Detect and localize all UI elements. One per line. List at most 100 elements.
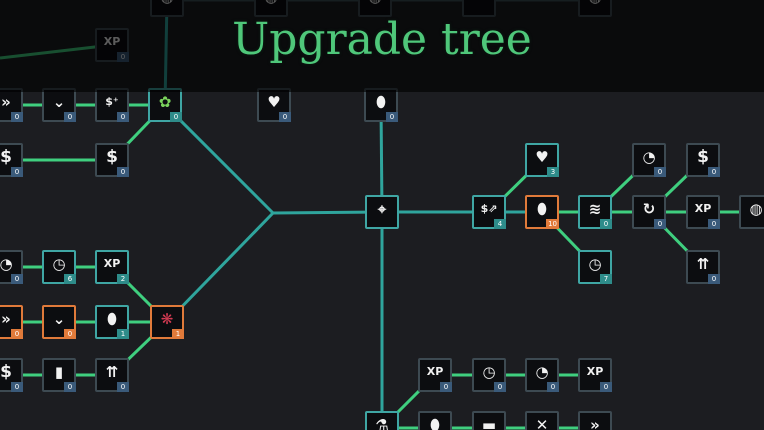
level-badge: 1 [117, 329, 129, 339]
level-badge: 6 [64, 274, 76, 284]
upgrade-link [163, 103, 275, 215]
red-emblem-icon: ❋ [160, 310, 174, 328]
upgrade-node-dollar-left[interactable]: $0 [0, 143, 23, 177]
max-dollar-icon: $ [106, 147, 118, 167]
double-chevron-icon: » [590, 416, 600, 430]
upgrade-link [272, 210, 383, 215]
xp-plus-icon: XP [586, 365, 604, 378]
page-title: Upgrade tree [232, 14, 532, 65]
level-badge: 1 [172, 329, 184, 339]
upgrade-node-gun-bottom[interactable]: ▬ [472, 411, 506, 430]
dollar-icon: $ [0, 362, 12, 382]
upgrade-node-emblem-bottom[interactable]: ⚗ [365, 411, 399, 430]
radar-clock-icon: ◷ [588, 255, 602, 273]
title-banner: Upgrade tree [0, 0, 764, 92]
upgrade-node-dollar-bottom[interactable]: $0 [0, 358, 23, 392]
dollar-icon: $ [697, 147, 709, 167]
level-badge: 0 [279, 112, 291, 122]
battery-icon: ▮ [54, 363, 64, 381]
level-badge: 0 [654, 167, 666, 177]
level-badge: 0 [440, 382, 452, 392]
heart-arrow-icon: ♥ [267, 93, 281, 111]
upgrade-node-max-xp-left[interactable]: XP 2 [95, 250, 129, 284]
level-badge: 0 [708, 167, 720, 177]
upgrade-node-coin-arrow-right[interactable]: $⇗4 [472, 195, 506, 229]
shield-coin-icon: ◍ [749, 200, 763, 218]
level-badge: 0 [117, 382, 129, 392]
upgrade-node-speed-right[interactable]: ≋0 [578, 195, 612, 229]
upgrade-node-xp-plus-bottom[interactable]: XP 0 [578, 358, 612, 392]
green-emblem-icon: ✿ [158, 93, 172, 111]
chevron-down-icon: ⌄ [52, 93, 66, 111]
upgrade-node-chevron-1[interactable]: ⌄0 [42, 88, 76, 122]
coin-plus-icon: $⁺ [105, 95, 119, 108]
max-xp-icon: XP [426, 365, 444, 378]
level-badge: 0 [600, 382, 612, 392]
upgrade-node-max-dollar-left[interactable]: $0 [95, 143, 129, 177]
level-badge: 0 [117, 112, 129, 122]
upgrade-node-bullet-left[interactable]: ⬮1 [95, 305, 129, 339]
level-badge: 7 [600, 274, 612, 284]
bullet-icon: ⬮ [376, 93, 386, 111]
bullet-icon: ⬮ [537, 200, 547, 218]
upgrade-node-clock-right[interactable]: ◷7 [578, 250, 612, 284]
upgrade-link [379, 104, 384, 213]
upgrade-node-chevrons-1[interactable]: »0 [0, 88, 23, 122]
gauge-icon: ◔ [535, 363, 549, 381]
level-badge: 3 [547, 167, 559, 177]
level-badge: 10 [546, 219, 559, 229]
upgrade-node-battery-bottom[interactable]: ▮0 [42, 358, 76, 392]
double-chevron-icon: » [1, 93, 11, 111]
level-badge: 0 [386, 112, 398, 122]
level-badge: 0 [64, 329, 76, 339]
upgrade-node-green-emblem[interactable]: ✿0 [148, 88, 182, 122]
upgrade-node-bullet-selected[interactable]: ⬮10 [525, 195, 559, 229]
level-badge: 0 [117, 167, 129, 177]
upgrade-node-dollar-right[interactable]: $0 [686, 143, 720, 177]
upgrade-node-edge-right[interactable]: ◍ [739, 195, 764, 229]
core-crosshair-icon: ⌖ [377, 200, 387, 218]
upgrade-node-heart-arrow-top[interactable]: ♥0 [257, 88, 291, 122]
upgrade-node-heart-arrow-right[interactable]: ♥3 [525, 143, 559, 177]
upgrade-node-gauge-bottom[interactable]: ◔0 [525, 358, 559, 392]
chevron-down-icon: ⌄ [52, 310, 66, 328]
upgrade-node-gauge-right[interactable]: ◔0 [632, 143, 666, 177]
level-badge: 0 [654, 219, 666, 229]
bullet-icon: ⬮ [430, 416, 440, 430]
gauge-icon: ◔ [642, 148, 656, 166]
upgrade-node-gauge-left[interactable]: ◔0 [0, 250, 23, 284]
level-badge: 0 [11, 167, 23, 177]
upgrade-node-chevron-left-sel[interactable]: ⌄0 [42, 305, 76, 339]
upgrade-node-max-rank-bottom[interactable]: ⇈0 [95, 358, 129, 392]
level-badge: 0 [64, 112, 76, 122]
max-xp-icon: XP [103, 257, 121, 270]
level-badge: 0 [547, 382, 559, 392]
level-badge: 0 [600, 219, 612, 229]
upgrade-node-chevrons-bottom[interactable]: » [578, 411, 612, 430]
level-badge: 4 [494, 219, 506, 229]
upgrade-node-chevrons-left-sel[interactable]: »0 [0, 305, 23, 339]
level-badge: 0 [708, 219, 720, 229]
level-badge: 0 [11, 112, 23, 122]
upgrade-node-max-xp-bottom[interactable]: XP 0 [418, 358, 452, 392]
level-badge: 0 [11, 329, 23, 339]
level-badge: 0 [170, 112, 182, 122]
rank-up-icon: ⇈ [696, 255, 710, 273]
upgrade-node-core[interactable]: ⌖ [365, 195, 399, 229]
level-badge: 0 [494, 382, 506, 392]
upgrade-node-refresh-coin[interactable]: ↻0 [632, 195, 666, 229]
level-badge: 2 [117, 274, 129, 284]
upgrade-node-bullet-top[interactable]: ⬮0 [364, 88, 398, 122]
level-badge: 0 [708, 274, 720, 284]
gauge-icon: ◔ [0, 255, 13, 273]
upgrade-node-coin-plus-1[interactable]: $⁺ 0 [95, 88, 129, 122]
upgrade-node-red-emblem[interactable]: ❋1 [150, 305, 184, 339]
upgrade-node-clock-bottom[interactable]: ◷0 [472, 358, 506, 392]
upgrade-node-rank-up-right[interactable]: ⇈0 [686, 250, 720, 284]
speed-lines-icon: ≋ [588, 200, 602, 218]
upgrade-node-cross-bottom[interactable]: ✕ [525, 411, 559, 430]
upgrade-node-bullet-bottom[interactable]: ⬮ [418, 411, 452, 430]
upgrade-node-clock-left[interactable]: ◷6 [42, 250, 76, 284]
